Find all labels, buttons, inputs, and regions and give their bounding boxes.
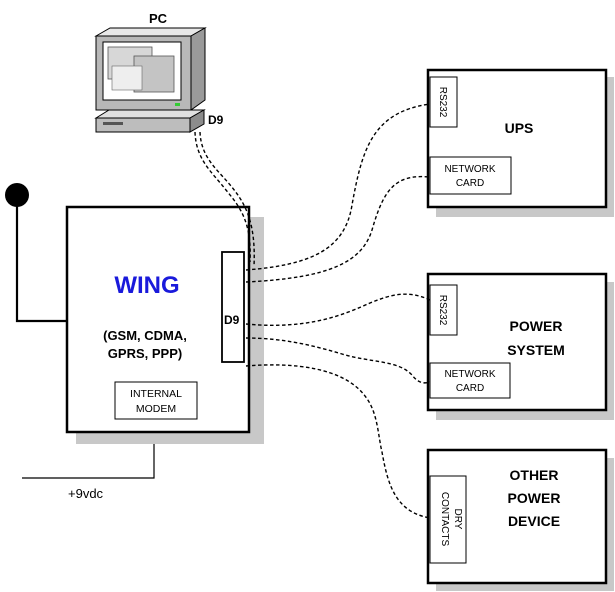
power-system-title-line-2: SYSTEM	[507, 342, 565, 358]
wing-title: WING	[114, 272, 179, 299]
ups-network-card-box	[429, 156, 512, 195]
wing-device: WING (GSM, CDMA, GPRS, PPP) INTERNAL MOD…	[65, 205, 264, 444]
antenna-line	[15, 205, 67, 323]
cables	[194, 103, 431, 519]
cable-wing-ups-network	[245, 175, 431, 283]
wing-d9-connector	[221, 251, 245, 363]
pc-port-label: D9	[208, 113, 224, 127]
internal-modem-line-2: MODEM	[136, 403, 176, 415]
ups-box	[426, 68, 608, 209]
cable-wing-ps-rs232	[245, 293, 431, 326]
wing-protocols-line-2: GPRS, PPP)	[108, 346, 182, 361]
cable-pc-wing-1	[194, 131, 251, 263]
monitor-top	[94, 27, 207, 37]
antenna	[5, 183, 67, 323]
pc-base-side	[189, 109, 205, 133]
other-device-title-line-3: DEVICE	[508, 513, 560, 529]
drive-slot	[103, 122, 123, 125]
antenna-ball	[5, 183, 29, 207]
dry-contacts-line-1: DRY	[452, 509, 463, 530]
internal-modem-line-1: INTERNAL	[130, 388, 182, 400]
ups-rs232-label: RS232	[437, 87, 448, 118]
other-power-device: OTHER POWER DEVICE DRY CONTACTS	[426, 448, 614, 591]
ups-title: UPS	[505, 120, 534, 136]
dry-contacts-line-2: CONTACTS	[439, 492, 450, 547]
ups-device: UPS RS232 NETWORK CARD	[426, 68, 614, 217]
pc-base-top	[94, 109, 206, 119]
power-system-network-card-line-1: NETWORK	[444, 369, 495, 380]
pc-label: PC	[149, 11, 168, 26]
ups-rs232-box	[429, 76, 458, 128]
other-device-title-line-1: OTHER	[510, 467, 559, 483]
ups-network-card-line-2: CARD	[456, 178, 484, 189]
power-system-network-card-box	[429, 362, 511, 399]
wing-d9-label: D9	[224, 313, 240, 327]
other-device-title-line-2: POWER	[508, 490, 561, 506]
pc-computer: PC D9	[94, 11, 224, 133]
internal-modem-box	[114, 381, 198, 420]
power-label: +9vdc	[68, 486, 104, 501]
cable-wing-ps-network	[245, 337, 431, 384]
power-system-rs232-box	[429, 284, 458, 336]
power-line	[22, 441, 155, 479]
screen-window-3	[111, 65, 143, 91]
cable-wing-ups-rs232	[245, 103, 431, 271]
dry-contacts-box	[429, 475, 467, 564]
power-led	[175, 103, 180, 106]
power-system-device: POWER SYSTEM RS232 NETWORK CARD	[426, 272, 614, 420]
power-system-title-line-1: POWER	[510, 318, 563, 334]
cable-wing-dry-contacts	[245, 364, 431, 519]
monitor-side	[190, 27, 206, 111]
ups-network-card-line-1: NETWORK	[444, 164, 495, 175]
power-system-rs232-label: RS232	[437, 295, 448, 326]
wing-protocols-line-1: (GSM, CDMA,	[103, 328, 187, 343]
power-system-network-card-line-2: CARD	[456, 383, 484, 394]
